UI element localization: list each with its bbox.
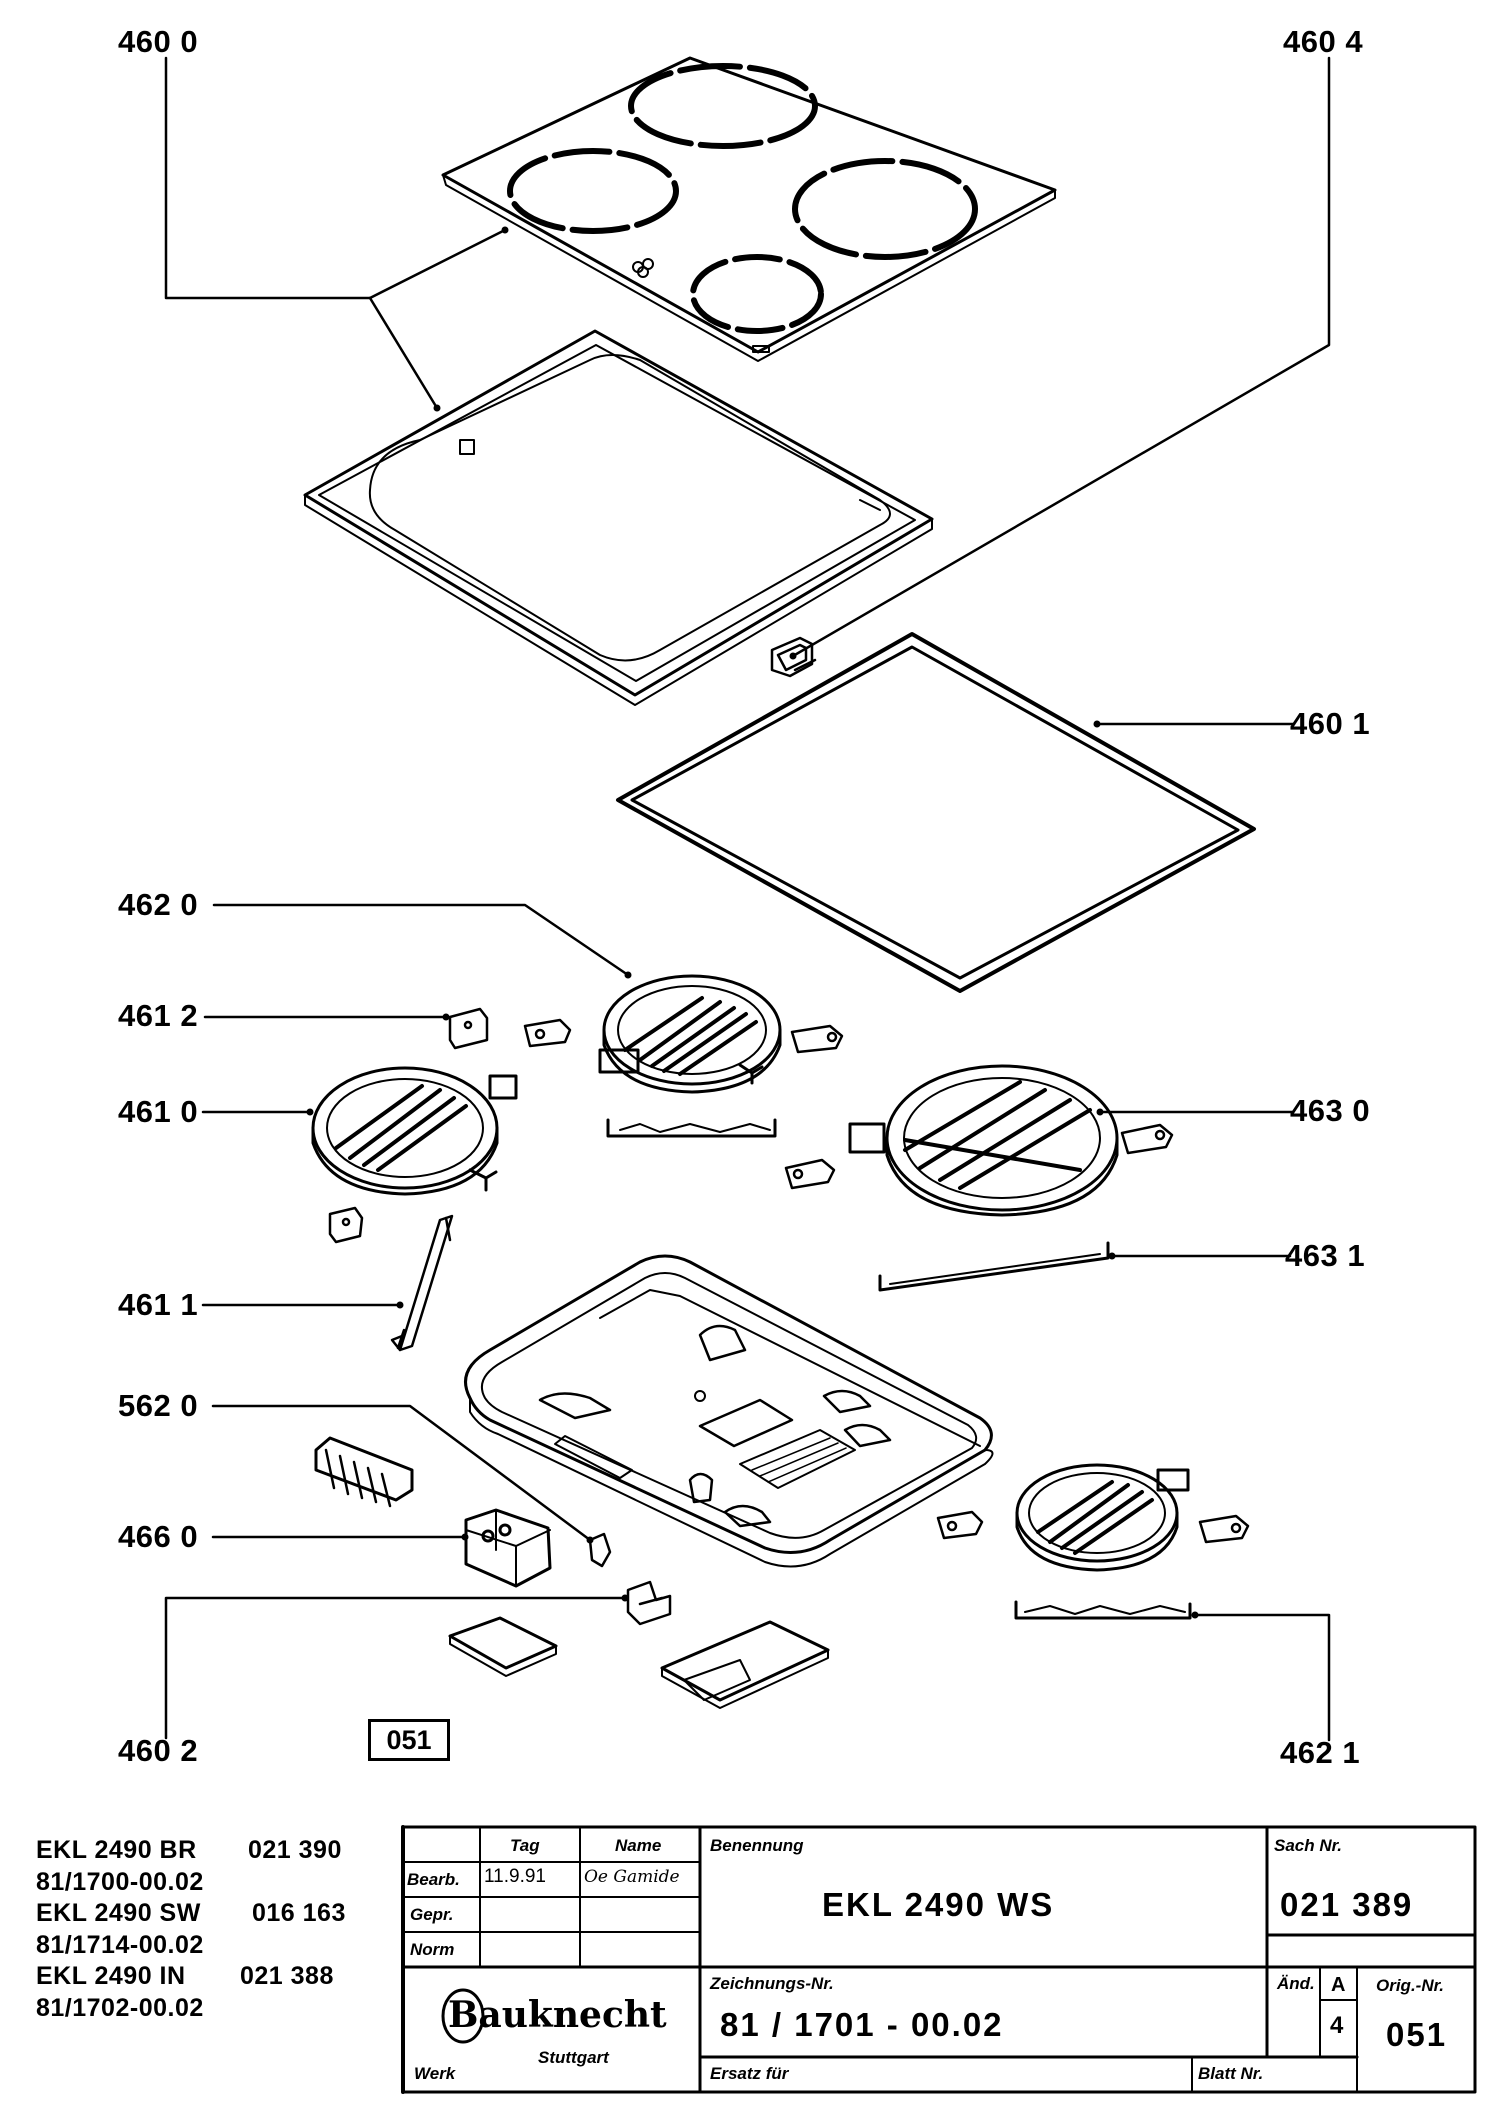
heating-element-center (598, 974, 782, 1094)
zeichnung-label: Zeichnungs-Nr. (710, 1974, 834, 1993)
terminal-block (314, 1436, 414, 1508)
bottom-tray (464, 1254, 994, 1568)
aend-label: Änd. (1277, 1974, 1315, 1993)
terminal-lug-462-1-right (1198, 1514, 1250, 1544)
variant-code: 021 390 (248, 1836, 342, 1864)
callout-4612: 461 2 (118, 998, 199, 1033)
variant-drawing: 81/1714-00.02 (36, 1931, 204, 1959)
terminal-clip-461 (328, 1206, 364, 1244)
variant-model: EKL 2490 BR (36, 1836, 197, 1864)
leader-lines (164, 56, 1331, 1742)
mounting-bracket-462 (606, 1118, 777, 1138)
terminal-lug-463-right (1120, 1123, 1174, 1155)
cover-plate-large (660, 1620, 830, 1709)
variant-code: 016 163 (252, 1899, 346, 1927)
bauknecht-logo-text: Bauknecht (448, 1994, 667, 2036)
callout-4630: 463 0 (1290, 1093, 1371, 1128)
callout-5620: 562 0 (118, 1388, 199, 1423)
callout-4600: 460 0 (118, 24, 199, 59)
aend-value: 4 (1330, 2012, 1344, 2039)
benennung-value: EKL 2490 WS (822, 1886, 1055, 1923)
ersatz-label: Ersatz für (710, 2064, 789, 2083)
title-block-grid (401, 1825, 1477, 2094)
terminal-lug-462-1-left (936, 1510, 984, 1540)
heating-element-left (311, 1066, 518, 1196)
callout-4604: 460 4 (1283, 24, 1364, 59)
sach-nr: 021 389 (1280, 1886, 1414, 1923)
variant-model: EKL 2490 IN (36, 1962, 186, 1990)
connector-housing (464, 1508, 552, 1588)
heating-element-front-right (1015, 1463, 1190, 1572)
aend-letter: A (1331, 1974, 1346, 1996)
terminal-lug-462-right (790, 1024, 844, 1054)
fixing-bracket (626, 1580, 672, 1626)
blatt-label: Blatt Nr. (1198, 2064, 1264, 2083)
callout-4660: 466 0 (118, 1519, 199, 1554)
callout-4620: 462 0 (118, 887, 199, 922)
terminal-lug-463-left (784, 1158, 836, 1190)
terminal-lug-462-left (523, 1018, 572, 1048)
frame-seal (616, 632, 1256, 993)
sach-label: Sach Nr. (1274, 1836, 1343, 1855)
callout-4601: 460 1 (1290, 706, 1371, 741)
norm-label: Norm (410, 1940, 455, 1959)
mounting-bracket-462-1 (1014, 1600, 1192, 1620)
variant-code: 021 388 (240, 1962, 334, 1990)
callout-4631: 463 1 (1285, 1238, 1366, 1273)
bearb-date: 11.9.91 (484, 1866, 546, 1887)
variant-model: EKL 2490 SW (36, 1899, 201, 1927)
name-label: Name (615, 1836, 662, 1855)
cover-plate-small (448, 1616, 558, 1677)
gepr-label: Gepr. (410, 1905, 454, 1924)
benennung-label: Benennung (710, 1836, 804, 1855)
mounting-bracket-463 (878, 1241, 1110, 1292)
tag-label: Tag (510, 1836, 540, 1855)
heating-element-right (848, 1064, 1119, 1217)
ceramic-glass-top (441, 56, 1057, 362)
callout-4621: 462 1 (1280, 1735, 1361, 1770)
clip-461 (448, 1007, 489, 1050)
temperature-limiter-rod (390, 1214, 454, 1352)
bauknecht-logo (441, 1988, 485, 2044)
bauknecht-city: Stuttgart (538, 2048, 609, 2067)
bearb-name: Oe Gamide (584, 1867, 680, 1887)
callout-4611: 461 1 (118, 1287, 199, 1322)
cooktop-frame (303, 329, 934, 706)
zeichnung-nr: 81 / 1701 - 00.02 (720, 2006, 1004, 2043)
werk-label: Werk (414, 2064, 456, 2083)
leader-dots (306, 226, 1199, 1619)
retaining-clip (770, 636, 817, 678)
callout-4602: 460 2 (118, 1733, 199, 1768)
sheet-number-box: 051 (368, 1719, 450, 1761)
leaf-spring-clip (588, 1532, 612, 1568)
orig-nr: 051 (1386, 2016, 1448, 2053)
variant-drawing: 81/1700-00.02 (36, 1868, 204, 1896)
callout-4610: 461 0 (118, 1094, 199, 1129)
bearb-label: Bearb. (407, 1870, 460, 1889)
variant-drawing: 81/1702-00.02 (36, 1994, 204, 2022)
orig-label: Orig.-Nr. (1376, 1976, 1445, 1995)
